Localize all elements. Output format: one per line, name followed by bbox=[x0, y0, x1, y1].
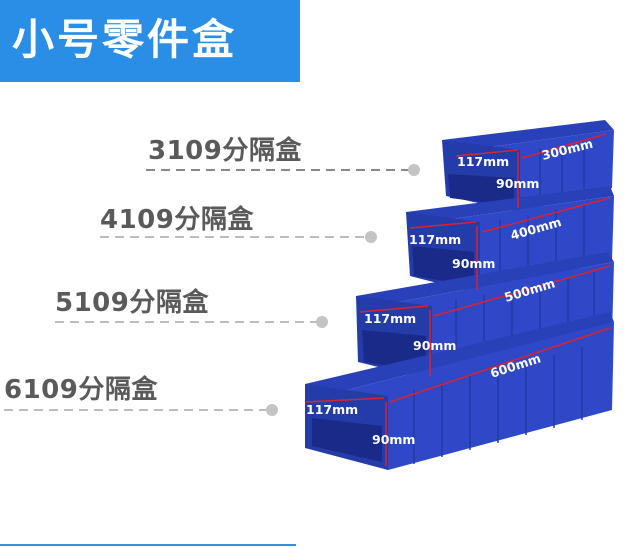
dimension-length-4109 bbox=[481, 197, 611, 233]
box-6109 bbox=[305, 312, 614, 470]
height-label-3109: 90mm bbox=[496, 176, 539, 191]
dimension-width-5109 bbox=[359, 305, 429, 313]
dimension-length-5109 bbox=[433, 265, 611, 317]
dimension-width-3109 bbox=[455, 149, 519, 157]
height-label-4109: 90mm bbox=[452, 256, 495, 271]
model-label-3109: 3109分隔盒 bbox=[148, 136, 302, 166]
model-label-4109: 4109分隔盒 bbox=[100, 205, 254, 235]
width-label-4109: 117mm bbox=[409, 232, 461, 247]
dimension-length-6109 bbox=[389, 327, 611, 403]
width-label-3109: 117mm bbox=[457, 154, 509, 169]
height-label-6109: 90mm bbox=[372, 432, 415, 447]
height-label-5109: 90mm bbox=[413, 338, 456, 353]
leader-dots bbox=[266, 164, 420, 416]
leader-dot-3109 bbox=[408, 164, 420, 176]
dimension-lines bbox=[305, 133, 611, 466]
width-label-5109: 117mm bbox=[364, 311, 416, 326]
dimension-width-4109 bbox=[409, 221, 477, 229]
title-banner: 小号零件盒 bbox=[0, 0, 300, 82]
leader-dot-4109 bbox=[365, 231, 377, 243]
model-label-5109: 5109分隔盒 bbox=[55, 288, 209, 318]
leader-dot-5109 bbox=[316, 316, 328, 328]
dimension-length-3109 bbox=[521, 133, 607, 159]
page-title: 小号零件盒 bbox=[12, 15, 238, 64]
dimension-width-6109 bbox=[305, 397, 385, 403]
model-label-6109: 6109分隔盒 bbox=[4, 375, 158, 405]
leader-dot-6109 bbox=[266, 404, 278, 416]
box-stack bbox=[305, 120, 614, 470]
bottom-divider bbox=[0, 544, 296, 546]
width-label-6109: 117mm bbox=[306, 402, 358, 417]
